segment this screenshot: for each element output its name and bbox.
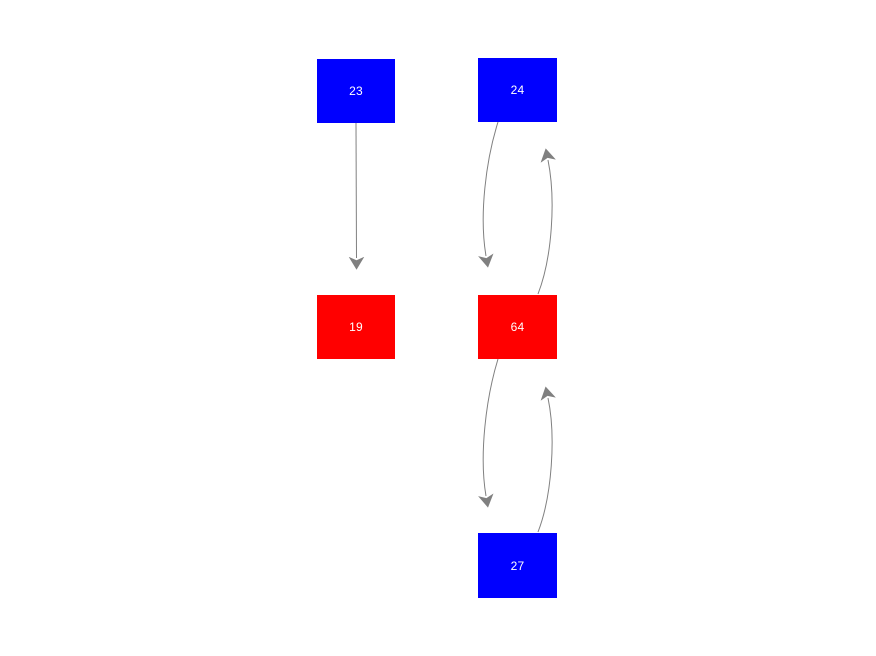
edge-23-to-19[interactable] — [348, 122, 365, 270]
node-label: 23 — [349, 84, 363, 98]
edge-27-to-64[interactable] — [537, 386, 556, 533]
edge-line — [478, 121, 499, 268]
edge-line — [537, 386, 556, 533]
edge-64-to-24[interactable] — [537, 148, 556, 295]
graph-node-23[interactable]: 23 — [317, 59, 395, 123]
graph-node-64[interactable]: 64 — [478, 295, 557, 359]
edge-24-to-64[interactable] — [478, 121, 499, 268]
node-label: 24 — [510, 83, 525, 97]
node-label: 19 — [349, 320, 363, 334]
edge-line — [348, 122, 365, 270]
edge-64-to-27[interactable] — [478, 358, 499, 508]
edge-line — [537, 148, 556, 295]
edge-line — [478, 358, 499, 508]
graph-node-19[interactable]: 19 — [317, 295, 395, 359]
graph-node-27[interactable]: 27 — [478, 533, 557, 598]
node-label: 27 — [510, 558, 525, 573]
graph-node-24[interactable]: 24 — [478, 58, 557, 122]
node-label: 64 — [510, 320, 525, 334]
